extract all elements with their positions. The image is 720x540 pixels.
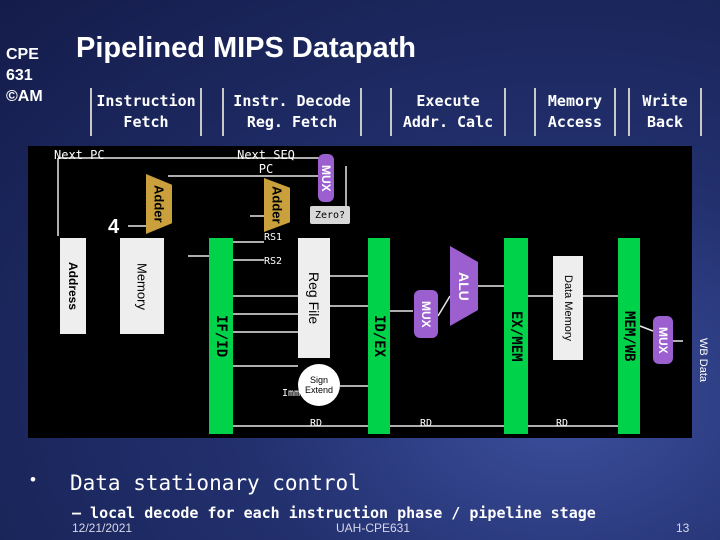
branch-adder: Adder	[264, 178, 290, 232]
stage-label-line2: Addr. Calc	[402, 113, 494, 131]
stage-label-line1: Write	[642, 92, 688, 110]
wb-data-label: WB Data	[697, 337, 709, 382]
rd-label-id: RD	[310, 418, 323, 429]
bullet-main: Data stationary control	[70, 471, 361, 495]
course-label: CPE 631 ©AM	[6, 44, 66, 107]
rd-label-mem: RD	[556, 418, 569, 429]
register-file: Reg File	[298, 238, 330, 358]
pc-adder: Adder	[146, 174, 172, 234]
next-pc-label: Next PC	[54, 148, 105, 162]
rd-label-ex: RD	[420, 418, 433, 429]
zero-test: Zero?	[310, 206, 350, 224]
data-memory: Data Memory	[553, 256, 583, 360]
stage-label-line2: Back	[646, 113, 684, 131]
footer-page-number: 13	[676, 521, 690, 535]
constant-four: 4	[108, 216, 120, 238]
mux-writeback: MUX	[653, 316, 673, 364]
if-id-register: IF/ID	[209, 238, 233, 434]
stage-label-line1: Instruction	[96, 92, 196, 110]
rs1-label: RS1	[264, 232, 283, 243]
ex-mem-register: EX/MEM	[504, 238, 528, 434]
pc-address-block: Address	[60, 238, 86, 334]
bullet-sub: – local decode for each instruction phas…	[72, 504, 596, 522]
rs2-label: RS2	[264, 256, 283, 267]
mux-pc-select: MUX	[318, 154, 334, 202]
slide-title: Pipelined MIPS Datapath	[76, 32, 416, 64]
stage-label-line2: Reg. Fetch	[246, 113, 338, 131]
footer-date: 12/21/2021	[72, 521, 133, 535]
bullet-marker: •	[30, 470, 36, 489]
datapath-wires	[57, 157, 683, 427]
course-line-1: CPE	[6, 46, 39, 63]
imm-label: Imm	[282, 388, 301, 399]
instruction-memory: Memory	[120, 238, 164, 334]
mux-alu-input: MUX	[414, 290, 438, 338]
stage-label-line1: Execute	[416, 92, 480, 110]
datapath-diagram: Next PC Next SEQ PC MUX Adder Adder 4 Ze…	[28, 146, 692, 438]
mem-wb-register: MEM/WB	[618, 238, 640, 434]
stage-label-line1: Memory	[547, 92, 603, 110]
next-seq-pc-label: Next SEQ PC	[237, 148, 295, 176]
course-line-3: ©AM	[6, 88, 43, 105]
id-ex-register: ID/EX	[368, 238, 390, 434]
stage-label-line1: Instr. Decode	[233, 92, 351, 110]
stage-label-line2: Fetch	[123, 113, 169, 131]
stage-label-line2: Access	[547, 113, 603, 131]
alu: ALU	[450, 246, 478, 326]
sign-extend-unit: Sign Extend	[298, 364, 340, 406]
course-line-2: 631	[6, 67, 33, 84]
footer-center: UAH-CPE631	[336, 521, 411, 535]
